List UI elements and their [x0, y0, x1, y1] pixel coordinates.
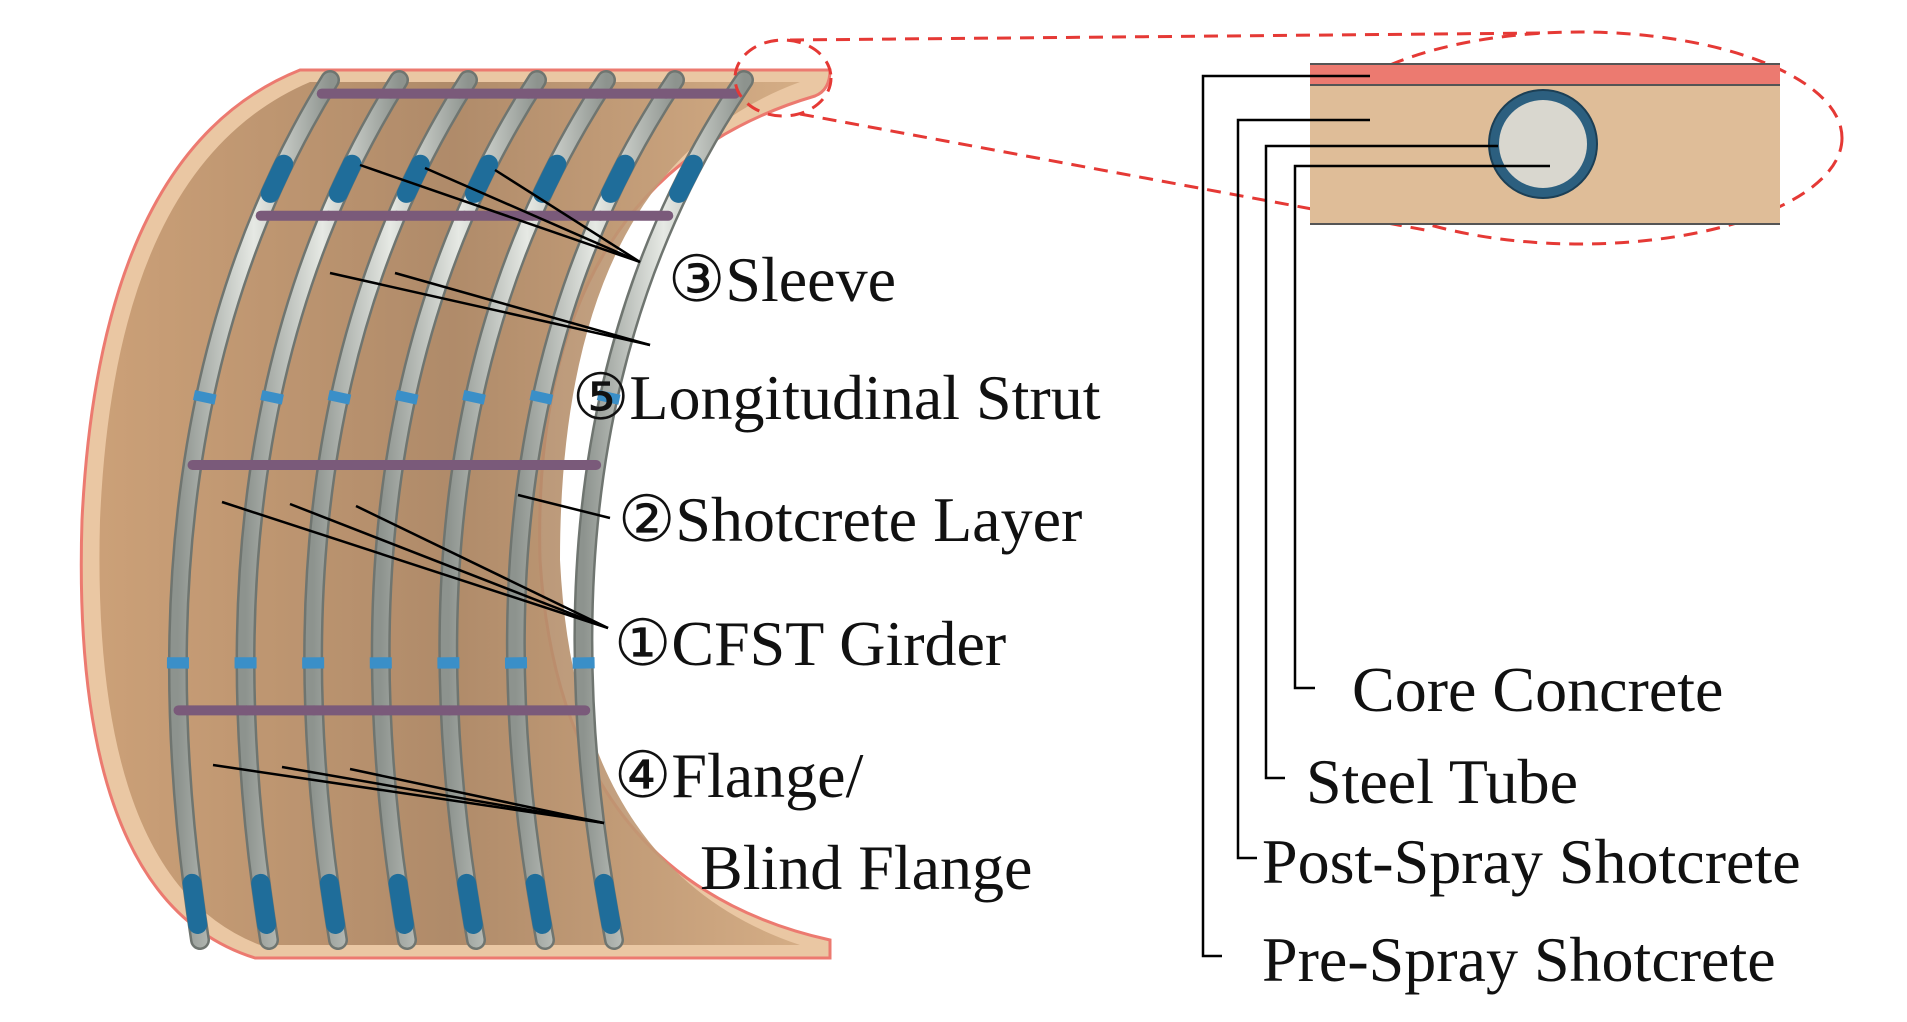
sleeve [338, 164, 352, 193]
sleeve [261, 883, 267, 924]
core-concrete-circle [1499, 100, 1587, 188]
flange [540, 392, 542, 402]
callout-connector-top [790, 33, 1545, 40]
label-flange-line1: ④Flange/ [614, 744, 863, 808]
label-flange-line2: Blind Flange [700, 836, 1032, 900]
label-sleeve: ③Sleeve [668, 248, 896, 312]
sleeve [474, 164, 488, 193]
sleeve [535, 883, 542, 924]
flange [473, 392, 475, 402]
sleeve [604, 883, 611, 924]
flange [338, 392, 340, 402]
flange [406, 392, 408, 402]
label-shotcrete-layer: ②Shotcrete Layer [618, 488, 1082, 552]
label-longitudinal-strut: ⑤Longitudinal Strut [572, 366, 1100, 430]
sleeve [467, 883, 474, 924]
sleeve [679, 164, 694, 193]
sleeve [543, 164, 557, 193]
label-cfst-girder: ①CFST Girder [614, 612, 1006, 676]
pre-spray-shotcrete-strip [1310, 64, 1780, 85]
core-concrete-leader [1295, 166, 1550, 688]
sleeve [611, 164, 626, 193]
label-pre-spray-shotcrete: Pre-Spray Shotcrete [1262, 928, 1776, 992]
label-core-concrete: Core Concrete [1352, 658, 1723, 722]
sleeve [406, 164, 420, 193]
sleeve [270, 164, 284, 193]
flange [271, 392, 273, 402]
flange [204, 392, 206, 402]
label-post-spray-shotcrete: Post-Spray Shotcrete [1262, 830, 1801, 894]
sleeve [192, 883, 198, 924]
sleeve [398, 883, 404, 924]
sleeve [329, 883, 335, 924]
label-steel-tube: Steel Tube [1306, 750, 1578, 814]
cross-section [1310, 64, 1780, 224]
